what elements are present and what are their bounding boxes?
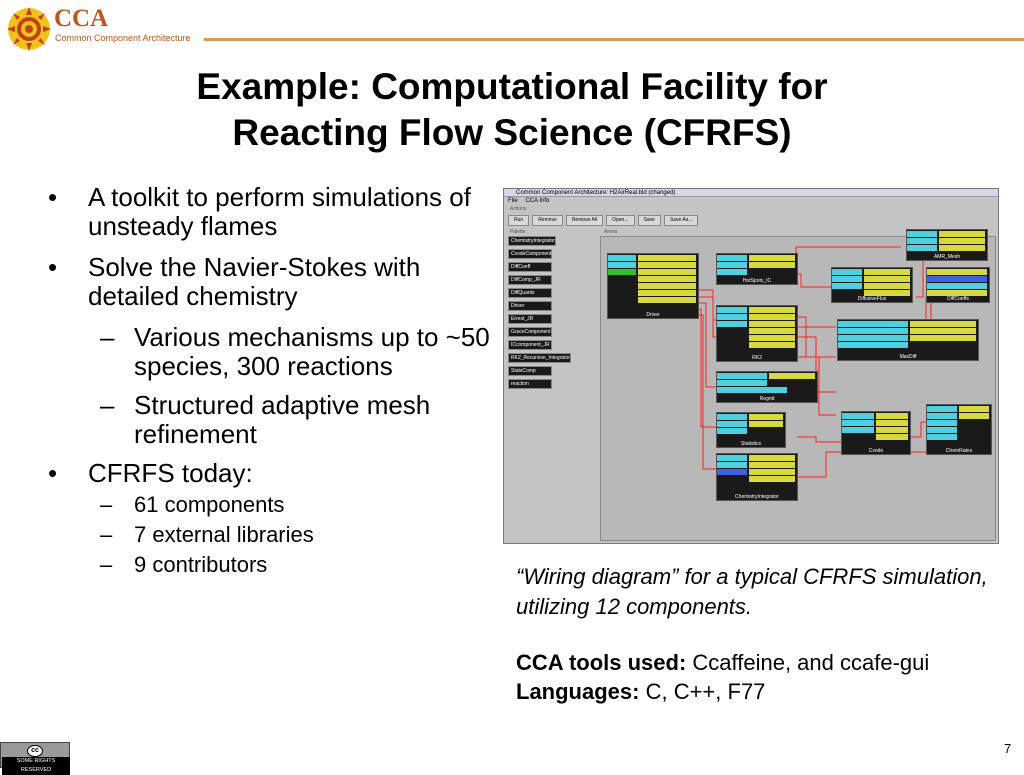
component-name: AMR_Mesh (933, 254, 961, 260)
palette-item[interactable]: DiffComp_JR (508, 275, 552, 285)
sub-bullet-contributors: 9 contributors (40, 550, 490, 580)
open-button[interactable]: Open... (606, 215, 635, 226)
palette-item[interactable]: Errest_JR (508, 314, 552, 324)
component-name: RK2 (752, 355, 762, 361)
palette-item[interactable]: DiffCoeff (508, 262, 552, 272)
component-name: Driver (646, 312, 660, 318)
component-amr-mesh[interactable]: AMR_Mesh (906, 229, 988, 261)
palette-item[interactable]: DiffQuants (508, 288, 552, 298)
run-button[interactable]: Run (508, 215, 530, 226)
component-name: Statistics (740, 441, 761, 447)
component-name: ChemRates (945, 448, 973, 454)
component-name: MaxDiff (899, 354, 917, 360)
brand-name: CCA (54, 5, 109, 32)
brand-subtitle: Common Component Architecture (55, 33, 191, 43)
remove-all-button[interactable]: Remove All (565, 215, 604, 226)
actions-label: Actions (510, 206, 527, 212)
title-line-1: Example: Computational Facility for (196, 66, 828, 107)
toolbar: Run Remove Remove All Open... Save Save … (508, 215, 699, 226)
bullet-navier-stokes: Solve the Navier-Stokes with detailed ch… (40, 253, 490, 311)
sub-bullet-libraries: 7 external libraries (40, 520, 490, 550)
palette-item[interactable]: StatsComp (508, 366, 552, 376)
bullet-cfrfs-today: CFRFS today: (40, 459, 490, 489)
component-diffcoeffs[interactable]: DiffCoeffs (926, 267, 990, 303)
palette-item[interactable]: reaction (508, 379, 552, 389)
component-diffusive-flux[interactable]: DiffusiveFlux (831, 267, 913, 303)
component-statistics[interactable]: Statistics (716, 412, 786, 448)
languages-label: Languages: (516, 679, 640, 704)
component-driver[interactable]: Driver (607, 253, 699, 319)
tools-value: Ccaffeine, and ccafe-gui (686, 650, 930, 675)
cca-logo-icon (7, 7, 51, 51)
bullet-toolkit: A toolkit to perform simulations of unst… (40, 183, 490, 241)
component-name: DiffCoeffs (947, 296, 969, 302)
license-text: SOME RIGHTS RESERVED (2, 757, 70, 775)
save-as-button[interactable]: Save As... (663, 215, 699, 226)
wiring-diagram-screenshot: Common Component Architecture: H2AirReal… (503, 188, 999, 544)
window-titlebar: Common Component Architecture: H2AirReal… (504, 189, 998, 197)
page-number: 7 (1004, 741, 1012, 756)
palette-item[interactable]: GraceComponent (508, 327, 552, 337)
sub-bullet-mechanisms: Various mechanisms up to ~50 species, 30… (40, 323, 490, 381)
component-chemrates[interactable]: ChemRates (926, 404, 992, 455)
title-line-2: Reacting Flow Science (CFRFS) (232, 112, 792, 153)
sub-bullet-components: 61 components (40, 490, 490, 520)
slide-title: Example: Computational Facility for Reac… (60, 64, 964, 156)
palette-item[interactable]: RK2_Recursive_Integrator (508, 353, 571, 363)
tools-label: CCA tools used: (516, 650, 687, 675)
bullet-list: A toolkit to perform simulations of unst… (40, 183, 490, 581)
save-button[interactable]: Save (637, 215, 661, 226)
palette-item[interactable]: CvodeComponent (508, 249, 553, 259)
component-maxdiff[interactable]: MaxDiff (837, 319, 979, 361)
component-name: ChemistryIntegrator (735, 494, 779, 500)
component-name: DiffusiveFlux (857, 296, 887, 302)
menu-bar: File CCA Info (508, 198, 555, 205)
component-chemistry-integrator[interactable]: ChemistryIntegrator (716, 453, 798, 501)
component-name: Regrid (759, 396, 775, 402)
component-regrid[interactable]: Regrid (716, 371, 818, 403)
menu-file[interactable]: File (508, 198, 518, 204)
creative-commons-badge: cc SOME RIGHTS RESERVED (0, 742, 70, 775)
palette-label: Palette (510, 229, 526, 235)
component-palette: ChemistryIntegrator CvodeComponent DiffC… (508, 236, 598, 392)
palette-item[interactable]: Driver (508, 301, 552, 311)
component-cvode[interactable]: Cvode (841, 411, 911, 455)
header-rule (204, 38, 1024, 41)
component-name: Cvode (868, 448, 884, 454)
component-rk2[interactable]: RK2 (716, 305, 798, 362)
menu-cca-info[interactable]: CCA Info (525, 198, 550, 204)
sub-bullet-amr: Structured adaptive mesh refinement (40, 391, 490, 449)
component-hotspots-ic[interactable]: HotSpots_IC (716, 253, 798, 285)
arena-label: Arena (604, 229, 618, 235)
languages-value: C, C++, F77 (639, 679, 766, 704)
figure-caption: “Wiring diagram” for a typical CFRFS sim… (516, 564, 988, 619)
tools-info: CCA tools used: Ccaffeine, and ccafe-gui… (516, 648, 1006, 706)
palette-item[interactable]: ICcomponent_JR (508, 340, 552, 350)
palette-item[interactable]: ChemistryIntegrator (508, 236, 556, 246)
cc-icon: cc (27, 745, 43, 757)
component-name: HotSpots_IC (742, 278, 772, 284)
arena-canvas[interactable]: AMR_Mesh HotSpots_IC Driver (600, 229, 996, 541)
remove-button[interactable]: Remove (532, 215, 563, 226)
